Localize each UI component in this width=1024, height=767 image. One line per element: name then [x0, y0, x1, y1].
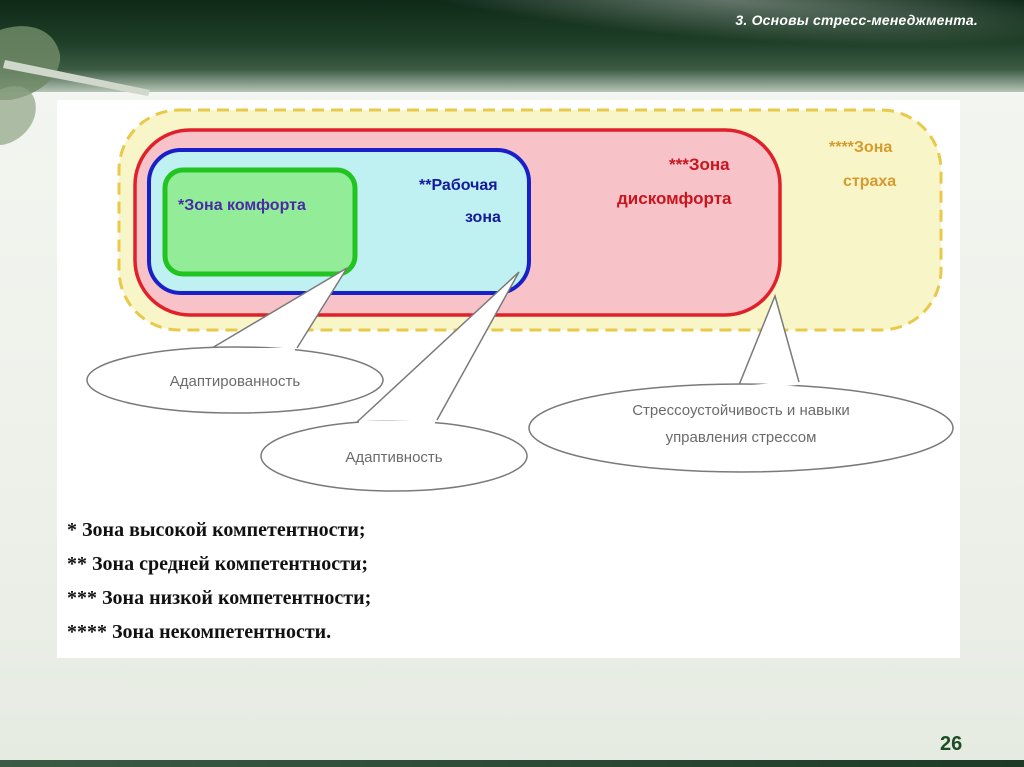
- slide-title: 3. Основы стресс-менеджмента.: [735, 12, 978, 28]
- discomfort-zone-label-1: ***Зона: [669, 155, 730, 174]
- pen-decoration: [0, 20, 160, 150]
- zones-diagram: *Зона комфорта **Рабочая зона ***Зона ди…: [86, 108, 954, 492]
- callout-stress-resistance: Стрессоустойчивость и навыки управления …: [528, 293, 954, 473]
- fear-zone-label-2: страха: [843, 173, 896, 190]
- callout-adaptivity: Адаптивность: [260, 271, 528, 492]
- legend-item-medium: ** Зона средней компетентности;: [67, 553, 369, 575]
- header-sheen: [378, 0, 1024, 65]
- callout-adaptedness: Адаптированность: [86, 267, 384, 414]
- legend-item-low: *** Зона низкой компетентности;: [67, 587, 372, 609]
- footer-bar: [0, 760, 1024, 767]
- svg-text:Адаптированность: Адаптированность: [170, 373, 301, 390]
- comfort-zone: [162, 167, 358, 277]
- svg-text:Стрессоустойчивость и навыки: Стрессоустойчивость и навыки: [632, 402, 850, 419]
- svg-text:Адаптивность: Адаптивность: [345, 449, 442, 466]
- legend-item-high: * Зона высокой компетентности;: [67, 519, 366, 541]
- header-bar: 3. Основы стресс-менеджмента.: [0, 0, 1024, 92]
- work-zone-label-2: зона: [465, 209, 501, 226]
- slide-content: *Зона комфорта **Рабочая зона ***Зона ди…: [57, 100, 960, 658]
- svg-text:управления стрессом: управления стрессом: [666, 429, 817, 446]
- fear-zone-label-1: ****Зона: [829, 139, 892, 156]
- legend: * Зона высокой компетентности; ** Зона с…: [67, 513, 371, 649]
- legend-item-none: **** Зона некомпетентности.: [67, 621, 332, 643]
- comfort-zone-label: *Зона комфорта: [178, 197, 306, 214]
- discomfort-zone-label-2: дискомфорта: [617, 189, 732, 208]
- page-number: 26: [940, 733, 963, 755]
- work-zone-label-1: **Рабочая: [419, 177, 498, 194]
